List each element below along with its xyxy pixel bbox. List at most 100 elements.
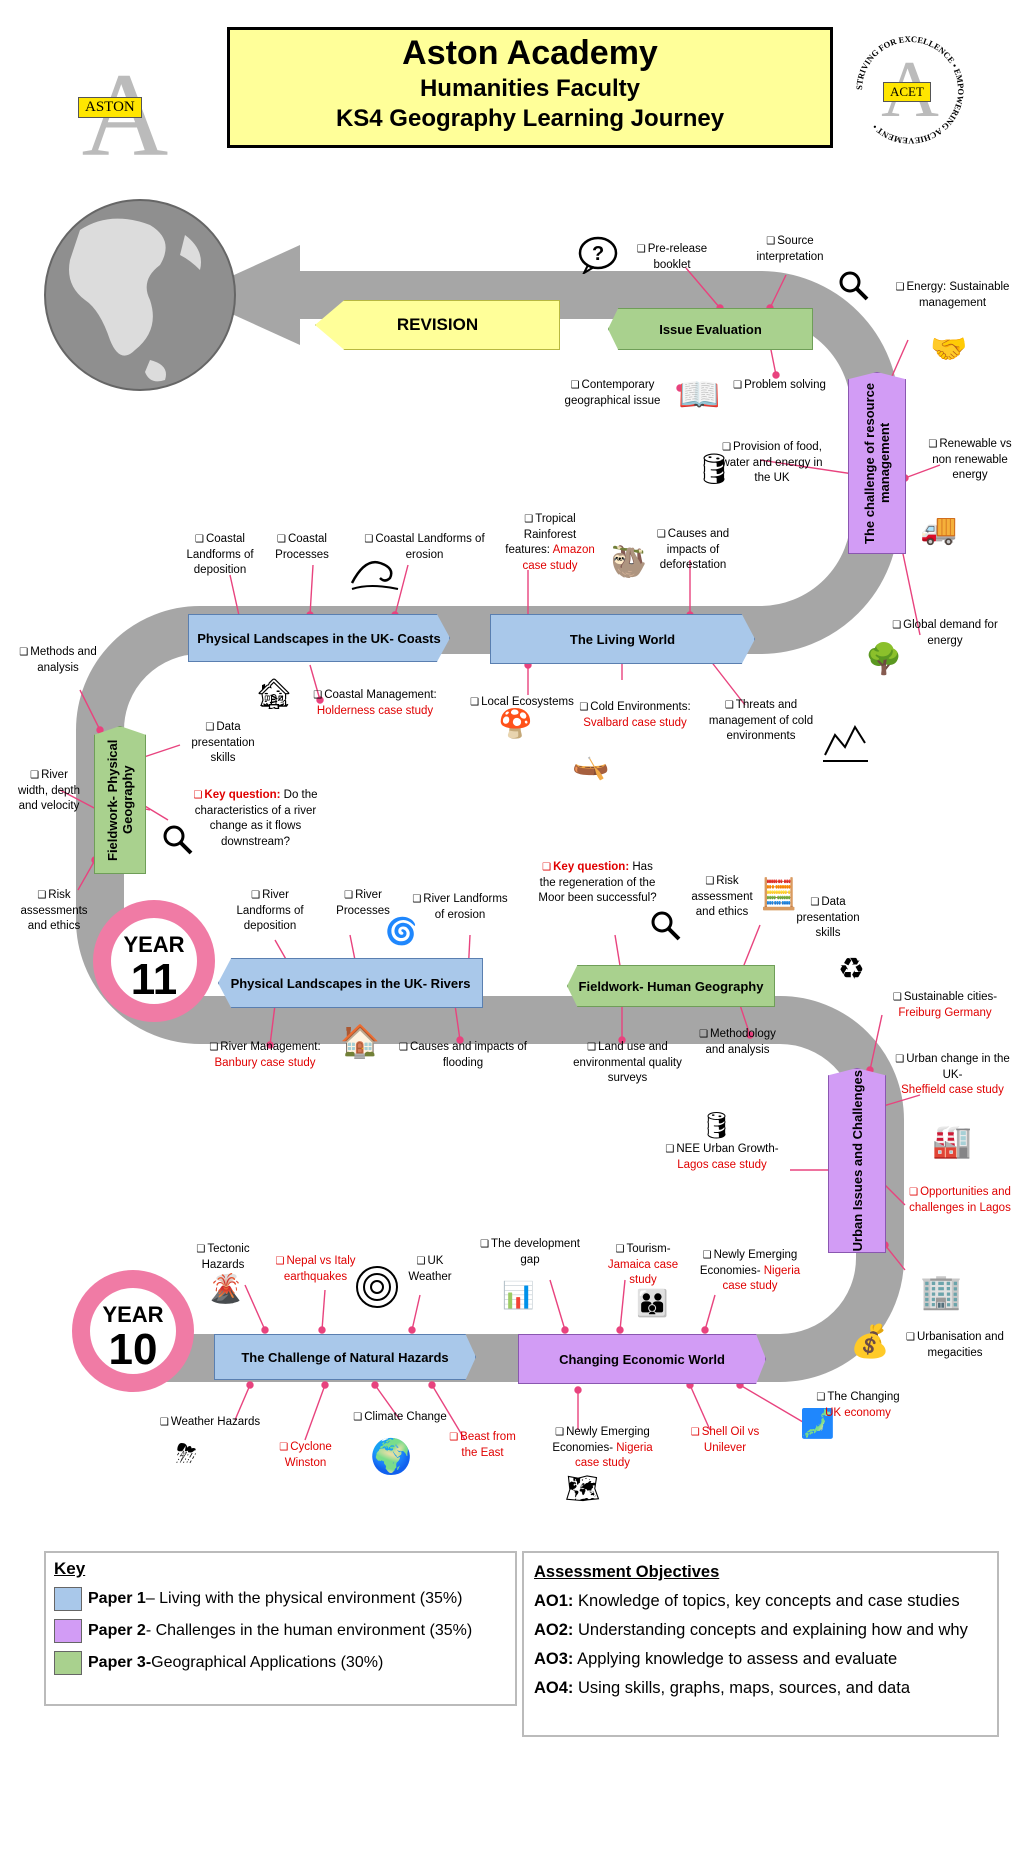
tourists-icon: 👪 xyxy=(636,1288,669,1318)
label-coastal-mgmt: ❑Coastal Management:Holderness case stud… xyxy=(313,689,437,717)
label-methods: ❑Methods and analysis xyxy=(19,646,97,674)
label-river-processes: ❑River Processes xyxy=(336,889,390,917)
label-tectonic: ❑Tectonic Hazards xyxy=(196,1243,250,1271)
label-methodology: ❑Methodology and analysis xyxy=(699,1028,776,1056)
seismograph-icon xyxy=(355,1265,400,1315)
label-river-erosion: ❑River Landforms of erosion xyxy=(412,893,508,921)
paper-1-swatch xyxy=(54,1587,82,1611)
magnifier-icon xyxy=(650,910,682,947)
label-data-2: ❑Data presentation skills xyxy=(796,896,860,940)
key-item-text: – Living with the physical environment (… xyxy=(145,1590,463,1607)
weather-hazard-icon: ⛈ xyxy=(176,1438,197,1468)
title-banner: Aston Academy Humanities Faculty KS4 Geo… xyxy=(227,27,833,148)
label-cyclone: ❑Cyclone Winston xyxy=(279,1441,332,1469)
label-threats: ❑Threats and management of cold environm… xyxy=(708,699,814,743)
year-11-badge: YEAR 11 xyxy=(93,900,215,1022)
key-item-paper-3: Paper 3- Geographical Applications (30%) xyxy=(54,1651,507,1675)
page-title: Aston Academy xyxy=(402,34,658,72)
label-provision: ❑Provision of food, water and energy in … xyxy=(721,441,823,485)
ao-item: AO2: Understanding concepts and explaini… xyxy=(534,1621,968,1639)
water-tank-icon: 🛢 xyxy=(695,453,734,486)
year-11-number: 11 xyxy=(130,955,178,1004)
label-pre-release: ❑Pre-release booklet xyxy=(636,243,708,271)
globe-icon xyxy=(44,199,236,391)
coastal-house-icon: 🏚 xyxy=(255,678,294,711)
river-erosion-icon: 🌀 xyxy=(385,916,418,946)
coasts-label: Physical Landscapes in the UK- Coasts xyxy=(197,630,441,646)
city-icon: 🏢 xyxy=(920,1273,963,1311)
issue-evaluation-box: Issue Evaluation xyxy=(608,308,813,350)
climate-globe-icon: 🌍 xyxy=(370,1438,413,1476)
year-10-word: YEAR xyxy=(102,1302,164,1327)
magnifier-icon xyxy=(838,270,870,307)
economic-box: Changing Economic World xyxy=(518,1334,766,1384)
uk-map-icon: 🗾 xyxy=(800,1408,835,1439)
label-river-deposition: ❑River Landforms of deposition xyxy=(236,889,304,933)
assessment-panel: Assessment Objectives AO1: Knowledge of … xyxy=(522,1551,999,1737)
key-item-bold: Paper 1 xyxy=(88,1590,146,1607)
calculator-icon: 🧮 xyxy=(760,878,798,911)
aston-logo-tag: ASTON xyxy=(78,97,142,118)
label-tropical: ❑Tropical Rainforest features: Amazon ca… xyxy=(505,513,595,572)
label-nee-2: ❑Newly Emerging Economies- Nigeria case … xyxy=(552,1426,653,1470)
key-item-paper-2: Paper 2 - Challenges in the human enviro… xyxy=(54,1619,507,1643)
key-item-text: Geographical Applications (30%) xyxy=(151,1654,384,1671)
label-dev-gap: ❑The development gap xyxy=(480,1238,580,1266)
magnifier-icon xyxy=(162,824,194,861)
money-bag-icon: 💰 xyxy=(850,1323,890,1359)
rivers-box: Physical Landscapes in the UK- Rivers xyxy=(218,958,483,1008)
economic-label: Changing Economic World xyxy=(559,1351,725,1367)
label-global-demand: ❑Global demand for energy xyxy=(892,619,998,647)
paper-3-swatch xyxy=(54,1651,82,1675)
label-local-eco: ❑Local Ecosystems xyxy=(470,696,574,708)
fieldwork-human-label: Fieldwork- Human Geography xyxy=(578,978,764,994)
page-subtitle: Humanities Faculty xyxy=(419,75,641,102)
key-item-bold: Paper 2 xyxy=(88,1622,146,1639)
fieldwork-physical-box: Fieldwork- Physical Geography xyxy=(94,726,146,874)
rivers-label: Physical Landscapes in the UK- Rivers xyxy=(230,975,471,991)
living-world-label: The Living World xyxy=(569,631,676,647)
resource-management-box: The challenge of resource management xyxy=(848,372,906,554)
label-river-width: ❑River width, depth and velocity xyxy=(17,769,80,813)
label-risk-1: ❑Risk assessments and ethics xyxy=(20,889,88,933)
label-urbanisation: ❑Urbanisation and megacities xyxy=(906,1331,1004,1359)
label-uk-weather: ❑UK Weather xyxy=(408,1255,452,1283)
label-nee-urban: ❑NEE Urban Growth-Lagos case study xyxy=(665,1143,779,1171)
label-opportunities: ❑Opportunities and challenges in Lagos xyxy=(909,1186,1011,1214)
year-11-word: YEAR xyxy=(123,932,185,957)
label-problem: ❑Problem solving xyxy=(733,379,826,391)
fieldwork-human-box: Fieldwork- Human Geography xyxy=(567,965,775,1007)
label-coastal-processes: ❑Coastal Processes xyxy=(275,533,329,561)
label-urban-change: ❑Urban change in the UK-Sheffield case s… xyxy=(895,1053,1010,1097)
label-nee-1: ❑Newly Emerging Economies- Nigeria case … xyxy=(699,1249,801,1293)
factory-icon: 🏭 xyxy=(932,1123,972,1159)
thermometer-chart-icon xyxy=(820,715,870,770)
label-cold-env: ❑Cold Environments:Svalbard case study xyxy=(579,701,691,729)
flood-house-icon: 🏠 xyxy=(340,1023,380,1059)
label-deforestation: ❑Causes and impacts of deforestation xyxy=(656,528,730,572)
volcano-icon: 🌋 xyxy=(208,1273,243,1304)
right-logo: STRIVING FOR EXCELLENCE • EMPOWERING ACH… xyxy=(850,30,970,150)
label-energy: ❑Energy: Sustainable management xyxy=(895,281,1010,309)
revision-label: REVISION xyxy=(396,315,479,334)
label-sustainable: ❑Sustainable cities-Freiburg Germany xyxy=(892,991,998,1019)
paper-2-swatch xyxy=(54,1619,82,1643)
label-data-skills: ❑Data presentation skills xyxy=(191,721,255,765)
oil-barrel-icon: 🛢 xyxy=(700,1110,734,1140)
left-logo: A ASTON xyxy=(70,55,180,175)
wave-icon xyxy=(350,553,400,598)
label-key-question-2: ❑Key question: Has the regeneration of t… xyxy=(538,861,657,905)
ao-item: AO3: Applying knowledge to assess and ev… xyxy=(534,1650,898,1668)
sloth-icon: 🦥 xyxy=(610,546,648,579)
year-10-number: 10 xyxy=(108,1325,158,1374)
wind-turbine-icon: 🌳 xyxy=(865,643,903,676)
year-10-badge: YEAR 10 xyxy=(72,1270,194,1392)
ao-item: AO1: Knowledge of topics, key concepts a… xyxy=(534,1592,960,1610)
assessment-title: Assessment Objectives xyxy=(534,1563,720,1581)
label-key-question-1: ❑Key question: Do the characteristics of… xyxy=(193,789,318,848)
hazards-box: The Challenge of Natural Hazards xyxy=(214,1334,476,1380)
label-weather: ❑Weather Hazards xyxy=(159,1416,261,1428)
kayak-icon: 🛶 xyxy=(572,748,610,781)
development-chart-icon: 📊 xyxy=(502,1280,535,1310)
label-shell: ❑Shell Oil vs Unilever xyxy=(690,1426,760,1454)
